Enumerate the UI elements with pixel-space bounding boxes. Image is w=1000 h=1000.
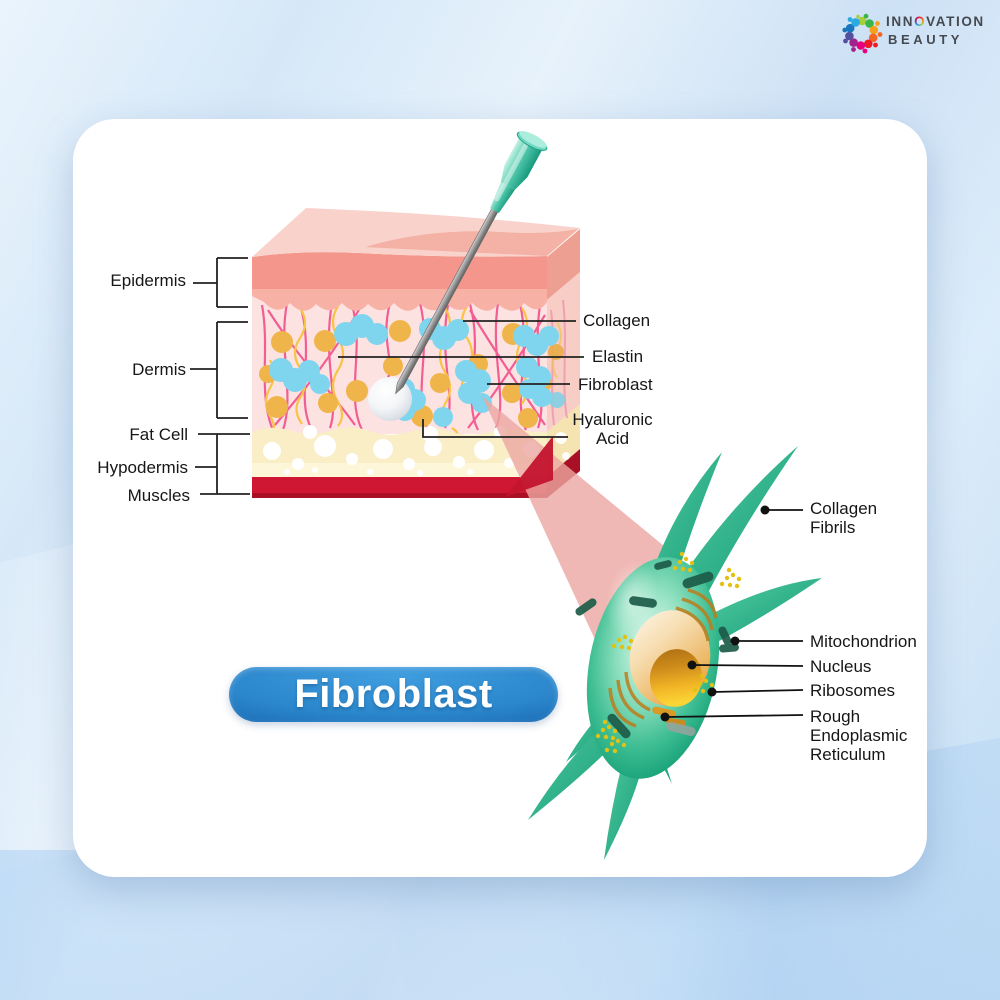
skin-label-elastin: Elastin — [592, 347, 644, 366]
skin-label-hyaluronic-acid: Hyaluronic Acid — [572, 410, 653, 448]
brand-name-line2: BEAUTY — [888, 32, 964, 47]
skin-label-fibroblast: Fibroblast — [578, 375, 653, 394]
skin-label-muscles: Muscles — [127, 486, 190, 505]
skin-label-hypodermis: Hypodermis — [97, 458, 188, 477]
skin-label-fat-cell: Fat Cell — [129, 425, 188, 444]
brand-flower-icon — [842, 13, 883, 54]
brand-name-line1: INNOVATION — [886, 14, 985, 29]
skin-label-collagen: Collagen — [583, 311, 651, 330]
brand-name: INNOVATION BEAUTY — [886, 14, 985, 47]
brand-logo: INNOVATION BEAUTY — [839, 8, 994, 56]
cell-label-nucleus: Nucleus — [810, 657, 872, 676]
cell-label-ribosomes: Ribosomes — [810, 681, 896, 700]
fibroblast-title-badge: Fibroblast — [229, 667, 558, 722]
cell-label-collagen-fibrils: Collagen Fibrils — [810, 499, 878, 537]
content-card — [73, 119, 927, 877]
cell-label-rough-endoplasmic-reticulum: Rough Endoplasmic Reticulum — [810, 707, 908, 764]
skin-label-dermis: Dermis — [132, 360, 186, 379]
fibroblast-title-text: Fibroblast — [294, 672, 493, 716]
skin-label-epidermis: Epidermis — [110, 271, 186, 290]
cell-label-mitochondrion: Mitochondrion — [810, 632, 917, 651]
brand-rainbow-o: O — [914, 14, 927, 29]
